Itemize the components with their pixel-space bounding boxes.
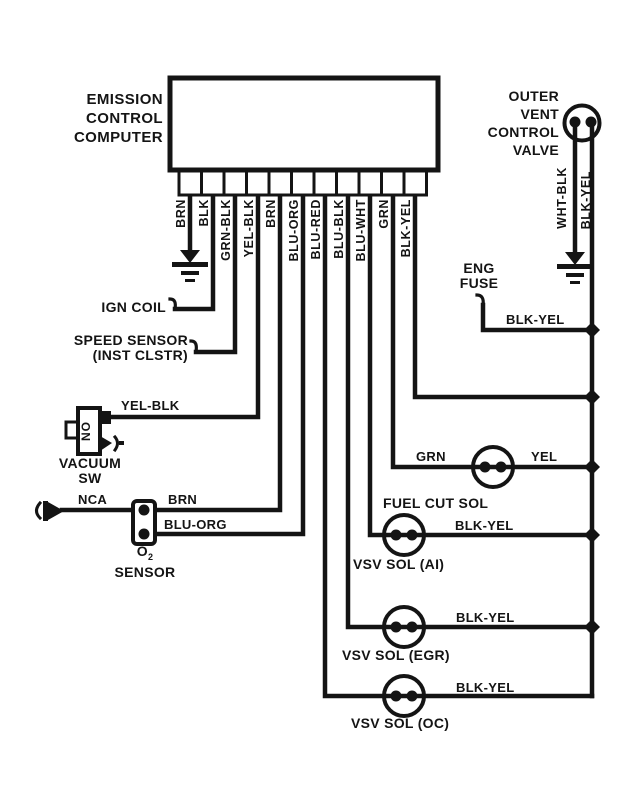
vacuum-switch-label: VACUUM SW bbox=[58, 455, 122, 486]
valve-wire-label-blk-yel: BLK-YEL bbox=[579, 171, 593, 230]
pin-label-blu-wht: BLU-WHT bbox=[354, 199, 368, 262]
connector-pin-box bbox=[357, 169, 383, 197]
wire-hook-icons bbox=[168, 293, 485, 354]
vsv-ai-connector-circle bbox=[382, 513, 426, 557]
vacuum-switch-symbol bbox=[64, 406, 124, 456]
connector-pin-box bbox=[290, 169, 316, 197]
outer-vent-valve-connector-circle bbox=[562, 103, 602, 143]
vacuum-switch-position-label: NO bbox=[79, 421, 93, 442]
o2-wire-label-brn: BRN bbox=[168, 492, 198, 507]
connector-pin-dots bbox=[390, 116, 597, 702]
pin-label-blu-red: BLU-RED bbox=[309, 199, 323, 260]
ground-icon-main bbox=[172, 250, 208, 282]
vsv-egr-wire-label: BLK-YEL bbox=[456, 610, 515, 625]
connector-pin-box bbox=[177, 169, 203, 197]
eng-fuse-hook-icon bbox=[475, 293, 485, 307]
vsv-egr-label: VSV SOL (EGR) bbox=[342, 647, 450, 663]
junction-dots bbox=[584, 322, 600, 635]
junction-dot bbox=[584, 389, 600, 405]
eng-fuse-label: ENG FUSE bbox=[459, 260, 499, 291]
ign-coil-label: IGN COIL bbox=[101, 299, 166, 315]
round-connectors bbox=[382, 103, 602, 718]
wire-runs bbox=[59, 124, 595, 699]
pin-label-blk-yel: BLK-YEL bbox=[399, 199, 413, 258]
connector-pin-row bbox=[177, 169, 428, 197]
vsv-oc-connector-circle bbox=[382, 674, 426, 718]
o2-plug-icon bbox=[35, 500, 43, 521]
vsv-egr-connector-circle bbox=[382, 605, 426, 649]
eng-fuse-wire-label: BLK-YEL bbox=[506, 312, 565, 327]
vacuum-switch-wire-label: YEL-BLK bbox=[121, 398, 180, 413]
o2-wire-label-blu-org: BLU-ORG bbox=[164, 517, 227, 532]
junction-dot bbox=[584, 322, 600, 338]
ign-coil-hook-icon bbox=[168, 297, 177, 311]
fuel-cut-wire-label-grn: GRN bbox=[416, 449, 446, 464]
speed-sensor-hook-icon bbox=[189, 339, 198, 354]
junction-dot bbox=[584, 527, 600, 543]
vsv-oc-label: VSV SOL (OC) bbox=[351, 715, 450, 731]
junction-dot bbox=[584, 459, 600, 475]
connector-pin-box bbox=[222, 169, 248, 197]
pin-label-grn-blk: GRN-BLK bbox=[219, 199, 233, 261]
connector-pin-box bbox=[380, 169, 406, 197]
fuel-cut-sol-label: FUEL CUT SOL bbox=[383, 495, 489, 511]
computer-box bbox=[167, 75, 441, 173]
vsv-oc-wire-label: BLK-YEL bbox=[456, 680, 515, 695]
connector-pin-box bbox=[312, 169, 338, 197]
pin-label-blu-blk: BLU-BLK bbox=[332, 199, 346, 259]
outer-vent-valve-label: OUTER VENT CONTROL VALVE bbox=[487, 88, 559, 158]
pin-label-brn-1: BRN bbox=[174, 199, 188, 228]
pin-label-blu-org: BLU-ORG bbox=[287, 199, 301, 262]
fuel-cut-sol-connector-circle bbox=[471, 445, 515, 489]
computer-label: EMISSION CONTROL COMPUTER bbox=[73, 91, 163, 146]
connector-pin-box bbox=[267, 169, 293, 197]
connector-pin-box bbox=[245, 169, 271, 197]
valve-wire-label-wht-blk: WHT-BLK bbox=[555, 167, 569, 229]
vsv-ai-wire-label: BLK-YEL bbox=[455, 518, 514, 533]
pin-label-yel-blk: YEL-BLK bbox=[242, 199, 256, 258]
connector-pin-box bbox=[402, 169, 428, 197]
ground-icon-valve bbox=[557, 252, 593, 284]
speed-sensor-label: SPEED SENSOR (INST CLSTR) bbox=[73, 332, 188, 363]
junction-dot bbox=[584, 619, 600, 635]
o2-connector-box bbox=[131, 499, 157, 546]
connector-pin-box bbox=[335, 169, 361, 197]
o2-sensor-symbol bbox=[35, 499, 157, 546]
connector-pin-box bbox=[200, 169, 226, 197]
vacuum-port-icon bbox=[100, 436, 112, 451]
o2-sensor-label: O2 SENSOR bbox=[114, 543, 176, 580]
pin-label-brn-2: BRN bbox=[264, 199, 278, 228]
pin-label-blk: BLK bbox=[197, 199, 211, 227]
fuel-cut-wire-label-yel: YEL bbox=[531, 449, 558, 464]
pin-label-grn: GRN bbox=[377, 199, 391, 229]
o2-wire-label-nca: NCA bbox=[78, 492, 108, 507]
vsv-ai-label: VSV SOL (AI) bbox=[353, 556, 445, 572]
